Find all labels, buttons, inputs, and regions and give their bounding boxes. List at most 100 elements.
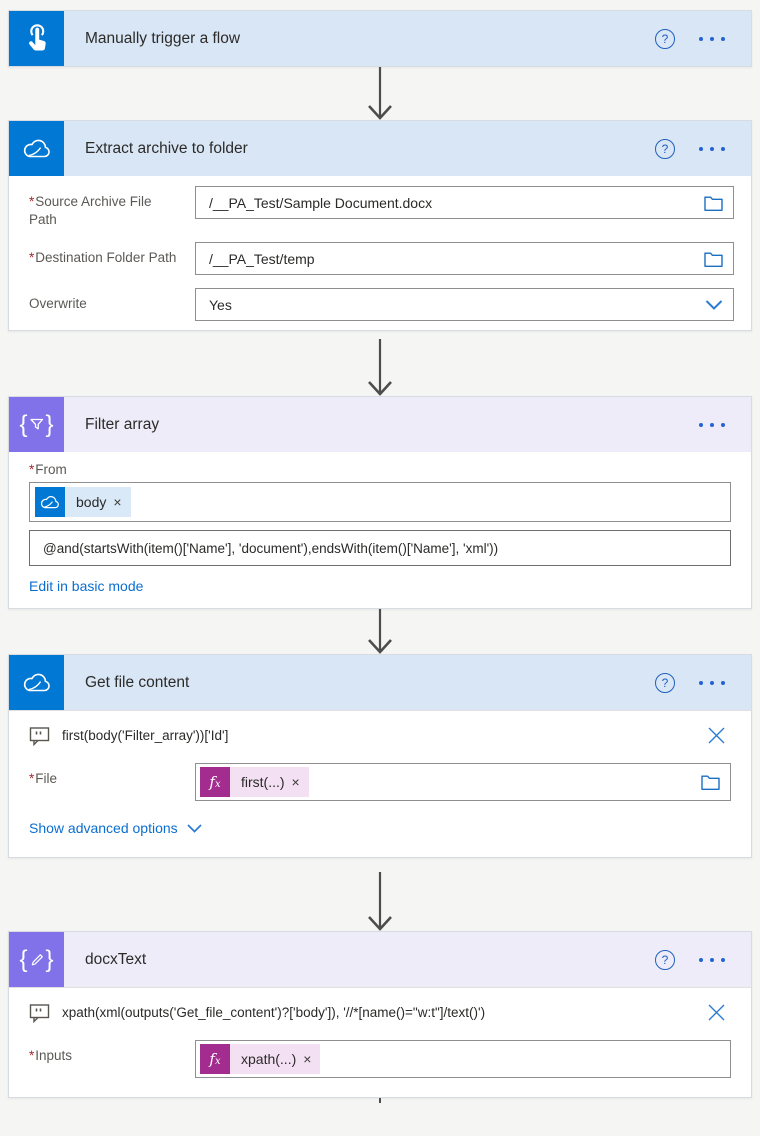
field-row-inputs: *Inputs fx xpath(...) × (29, 1040, 731, 1078)
required-marker: * (29, 194, 35, 209)
comment-icon (29, 1003, 50, 1023)
more-options-icon[interactable] (699, 957, 725, 962)
field-label: *Source Archive File Path (29, 194, 152, 227)
expression-token-chip[interactable]: fx xpath(...) × (200, 1044, 321, 1074)
card-filter-array: { } Filter array *From (8, 396, 752, 609)
get-file-content-body: first(body('Filter_array'))['Id'] *File … (9, 711, 751, 857)
chevron-down-icon[interactable] (705, 299, 723, 310)
token-chip-body: first(...) × (230, 767, 309, 797)
header-actions: ? (655, 11, 751, 66)
brace-glyph: } (45, 410, 54, 438)
connector-arrow (8, 858, 752, 931)
token-label: body (76, 494, 107, 510)
card-title: Get file content (85, 673, 190, 691)
brace-glyph: { (19, 945, 28, 973)
header-divider (9, 710, 751, 711)
help-glyph: ? (661, 141, 669, 156)
body-token-chip[interactable]: body × (35, 487, 131, 517)
field-row-overwrite: Overwrite Yes (29, 288, 734, 321)
advanced-options-row: Show advanced options (29, 820, 731, 838)
compose-icon: { } (9, 932, 64, 987)
input-value: /__PA_Test/Sample Document.docx (209, 194, 433, 211)
source-archive-path-input[interactable]: /__PA_Test/Sample Document.docx (195, 186, 734, 219)
filter-expression-input[interactable]: @and(startsWith(item()['Name'], 'documen… (29, 530, 731, 566)
fx-icon: fx (200, 1044, 230, 1074)
required-marker: * (29, 771, 35, 786)
help-icon[interactable]: ? (655, 138, 675, 159)
field-label: Overwrite (29, 296, 87, 311)
header-actions (699, 397, 751, 452)
card-title: docxText (85, 950, 147, 968)
edit-basic-mode-row: Edit in basic mode (29, 578, 731, 596)
more-options-icon[interactable] (699, 680, 725, 685)
help-icon[interactable]: ? (655, 949, 675, 970)
more-options-icon[interactable] (699, 422, 725, 427)
more-options-icon[interactable] (699, 146, 725, 151)
brace-glyph: { (19, 410, 28, 438)
destination-folder-path-input[interactable]: /__PA_Test/temp (195, 242, 734, 275)
flow-canvas: Manually trigger a flow ? Extract archiv… (8, 10, 752, 1104)
required-marker: * (29, 462, 35, 477)
card-extract-archive: Extract archive to folder ? *Source Arch… (8, 120, 752, 331)
folder-picker-icon[interactable] (704, 195, 723, 211)
remove-token-icon[interactable]: × (113, 494, 122, 510)
note-text: xpath(xml(outputs('Get_file_content')?['… (62, 1005, 486, 1020)
header-divider (9, 987, 751, 988)
manual-trigger-header[interactable]: Manually trigger a flow ? (9, 11, 751, 66)
extract-archive-header[interactable]: Extract archive to folder ? (9, 121, 751, 176)
onedrive-icon (9, 121, 64, 176)
folder-picker-icon[interactable] (701, 774, 720, 790)
dropdown-value: Yes (209, 296, 232, 313)
field-label: *From (29, 462, 67, 477)
field-label: *File (29, 771, 58, 786)
help-icon[interactable]: ? (655, 672, 675, 693)
connector-arrow (8, 331, 752, 396)
card-title: Extract archive to folder (85, 139, 248, 157)
from-input[interactable]: body × (29, 482, 731, 522)
token-label: first(...) (241, 774, 285, 790)
required-marker: * (29, 1048, 35, 1063)
onedrive-icon (35, 487, 65, 517)
folder-picker-icon[interactable] (704, 251, 723, 267)
field-label: *Destination Folder Path (29, 250, 177, 265)
link-label: Show advanced options (29, 820, 178, 836)
token-chip-body: xpath(...) × (230, 1044, 321, 1074)
edit-basic-mode-link[interactable]: Edit in basic mode (29, 578, 144, 594)
filter-array-header[interactable]: { } Filter array (9, 397, 751, 452)
more-options-icon[interactable] (699, 36, 725, 41)
file-input[interactable]: fx first(...) × (195, 763, 731, 801)
get-file-content-header[interactable]: Get file content ? (9, 655, 751, 710)
field-label: *Inputs (29, 1048, 73, 1063)
expression-text: @and(startsWith(item()['Name'], 'documen… (43, 540, 499, 556)
inputs-input[interactable]: fx xpath(...) × (195, 1040, 731, 1078)
onedrive-icon (9, 655, 64, 710)
token-chip-body: body × (65, 487, 131, 517)
connector-arrow-stub (8, 1098, 752, 1104)
input-value: /__PA_Test/temp (209, 250, 315, 267)
expression-token-chip[interactable]: fx first(...) × (200, 767, 309, 797)
show-advanced-options-link[interactable]: Show advanced options (29, 820, 202, 836)
card-title: Filter array (85, 415, 160, 433)
fx-icon: fx (200, 767, 230, 797)
card-manual-trigger: Manually trigger a flow ? (8, 10, 752, 67)
remove-note-icon[interactable] (706, 725, 727, 746)
token-label: xpath(...) (241, 1051, 297, 1067)
field-row-file: *File fx first(...) × (29, 763, 731, 801)
remove-token-icon[interactable]: × (291, 774, 300, 790)
required-marker: * (29, 250, 35, 265)
field-row-source-path: *Source Archive File Path /__PA_Test/Sam… (29, 186, 734, 229)
header-actions: ? (655, 932, 751, 987)
filter-array-body: *From body × @and(startsWith( (9, 452, 751, 608)
docxtext-header[interactable]: { } docxText ? (9, 932, 751, 987)
connector-arrow (8, 609, 752, 654)
header-actions: ? (655, 655, 751, 710)
chevron-down-icon (187, 823, 202, 833)
brace-glyph: } (45, 945, 54, 973)
help-icon[interactable]: ? (655, 28, 675, 49)
note-text: first(body('Filter_array'))['Id'] (62, 728, 229, 743)
overwrite-dropdown[interactable]: Yes (195, 288, 734, 321)
remove-token-icon[interactable]: × (303, 1051, 312, 1067)
remove-note-icon[interactable] (706, 1002, 727, 1023)
card-docxtext: { } docxText ? xpath(xml(outputs('Get_fi… (8, 931, 752, 1098)
note-row: xpath(xml(outputs('Get_file_content')?['… (29, 1002, 731, 1023)
